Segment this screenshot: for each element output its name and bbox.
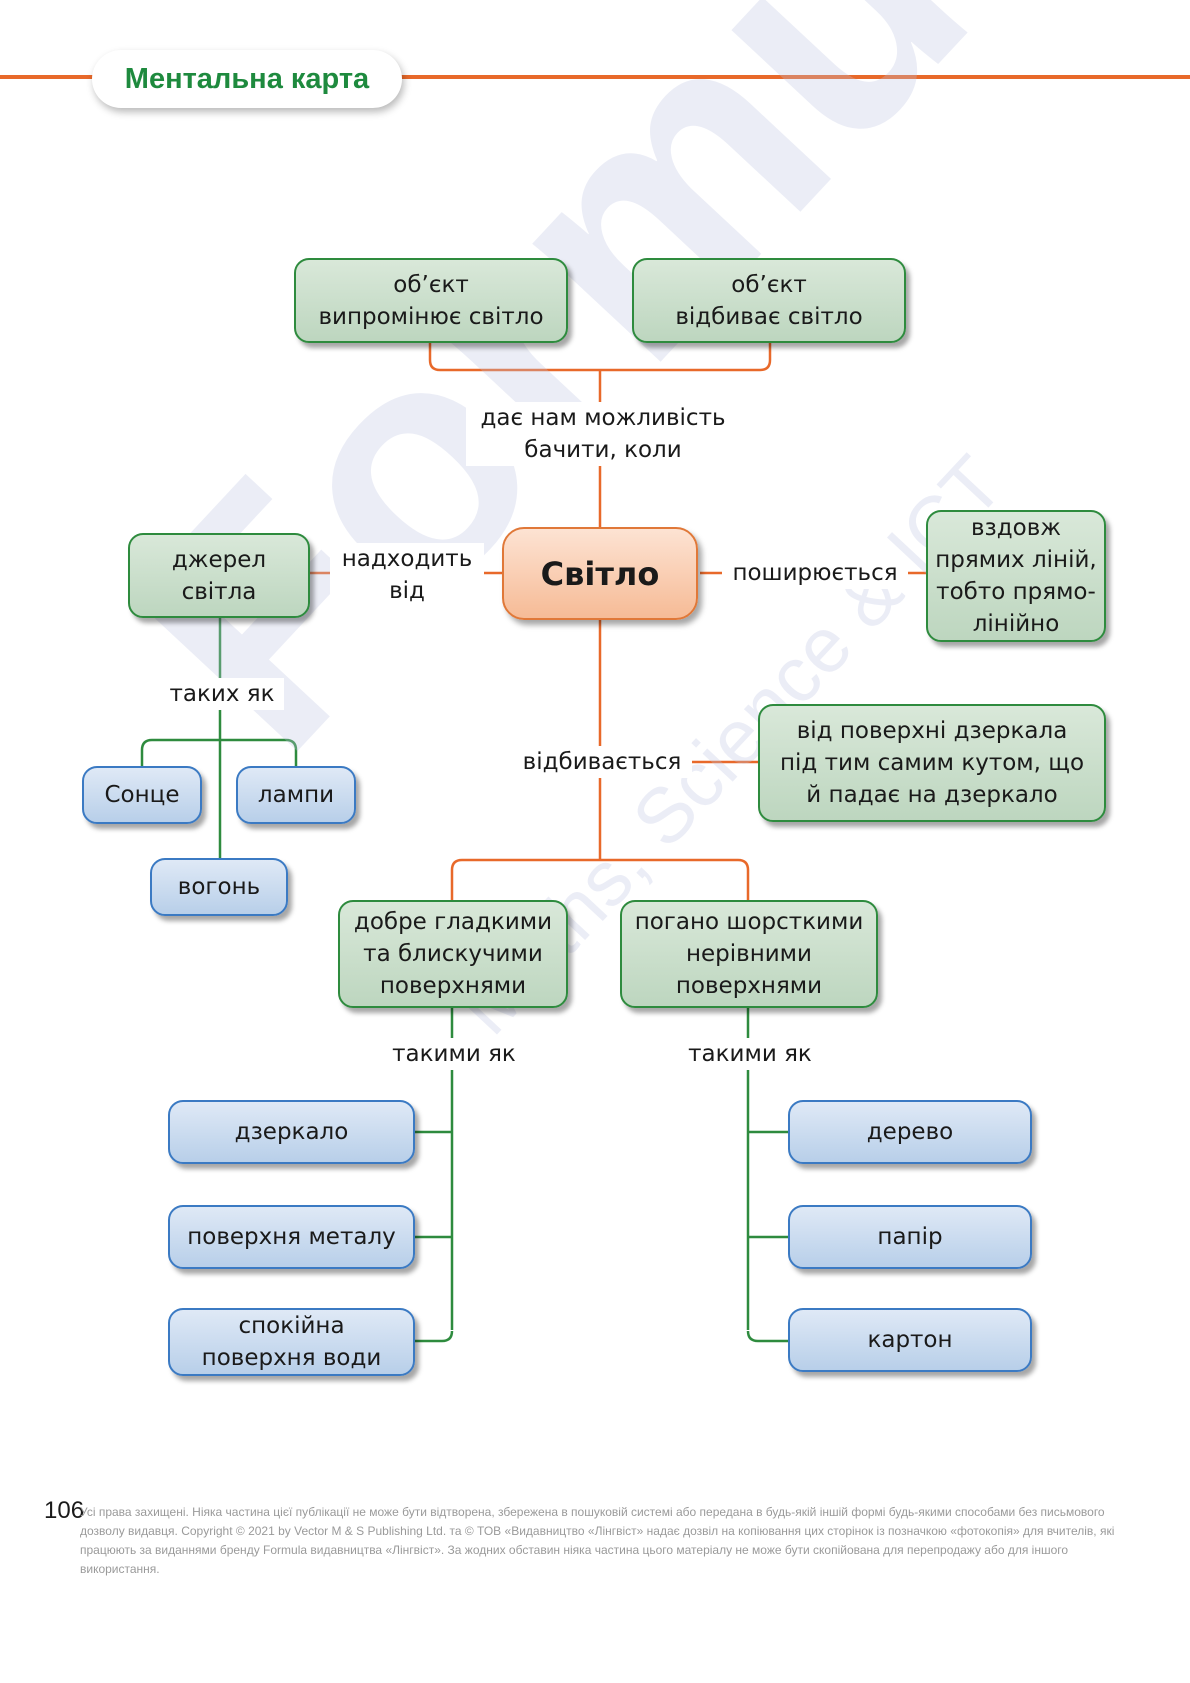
example-fire: вогонь	[150, 858, 288, 916]
example-lamps: лампи	[236, 766, 356, 824]
bad-branch-3	[746, 1330, 788, 1343]
link-label-top: дає нам можливість бачити, коли	[466, 402, 740, 466]
example-wood: дерево	[788, 1100, 1032, 1164]
node-mirror-angle: від поверхні дзеркала під тим самим куто…	[758, 704, 1106, 822]
copyright-notice: Усі права захищені. Ніяка частина цієї п…	[80, 1505, 1115, 1576]
header-line-right	[400, 75, 1190, 79]
node-good-surfaces: добре гладкими та блискучими поверхнями	[338, 900, 568, 1008]
good-branch-3	[415, 1330, 454, 1343]
link-label-bad: такими як	[678, 1038, 822, 1070]
node-emits-light: об’єкт випромінює світло	[294, 258, 568, 343]
central-node: Світло	[502, 527, 698, 620]
page-number: 106	[44, 1497, 85, 1524]
page-title: Ментальна карта	[92, 50, 402, 108]
example-calm-water: спокійна поверхня води	[168, 1308, 415, 1376]
example-sun: Сонце	[82, 766, 202, 824]
link-label-down: відбивається	[512, 746, 692, 778]
link-label-left-sub: таких як	[160, 678, 284, 710]
node-bad-surfaces: погано шорсткими нерівними поверхнями	[620, 900, 878, 1008]
example-cardboard: картон	[788, 1308, 1032, 1372]
node-straight-lines: вздовж прямих ліній, тобто прямо- лінійн…	[926, 510, 1106, 642]
example-paper: папір	[788, 1205, 1032, 1269]
left-bracket	[140, 738, 298, 766]
example-metal-surface: поверхня металу	[168, 1205, 415, 1269]
link-label-right: поширюється	[722, 557, 908, 589]
node-light-sources: джерел світла	[128, 533, 310, 618]
node-reflects-light: об’єкт відбиває світло	[632, 258, 906, 343]
link-label-left: надходить від	[330, 543, 484, 607]
down-bracket	[450, 858, 750, 900]
top-bracket	[428, 343, 772, 372]
header-line-left	[0, 75, 95, 79]
example-mirror: дзеркало	[168, 1100, 415, 1164]
link-label-good: такими як	[382, 1038, 526, 1070]
